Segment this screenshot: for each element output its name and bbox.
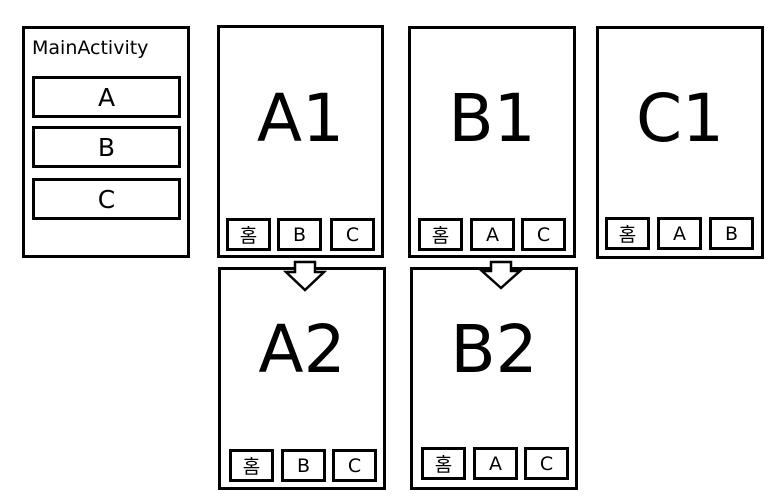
main-activity-title: MainActivity	[32, 37, 149, 59]
a2-nav-c[interactable]: C	[332, 449, 377, 482]
b1-nav-a[interactable]: A	[470, 218, 515, 251]
main-button-b[interactable]: B	[32, 126, 181, 168]
b1-nav-home[interactable]: 홈	[418, 218, 463, 251]
a1-nav-b[interactable]: B	[277, 218, 322, 251]
b2-nav-home[interactable]: 홈	[421, 447, 466, 480]
a1-nav-c[interactable]: C	[330, 218, 375, 251]
a2-nav-home[interactable]: 홈	[229, 449, 274, 482]
main-button-c[interactable]: C	[32, 178, 181, 220]
main-activity-screen: MainActivity A B C	[22, 26, 190, 258]
arrow-b1-to-b2-icon	[479, 260, 523, 290]
b1-nav-c[interactable]: C	[521, 218, 566, 251]
b2-nav-c[interactable]: C	[524, 447, 569, 480]
main-button-a[interactable]: A	[32, 76, 181, 118]
screen-a2-label: A2	[258, 311, 346, 388]
screen-b1: B1 홈 A C	[408, 26, 576, 258]
a2-nav-b[interactable]: B	[281, 449, 326, 482]
a1-nav-home[interactable]: 홈	[226, 218, 271, 251]
screen-a1: A1 홈 B C	[217, 25, 384, 258]
screen-c1: C1 홈 A B	[596, 26, 764, 259]
c1-nav-b[interactable]: B	[709, 217, 754, 250]
screen-a2: A2 홈 B C	[218, 267, 386, 490]
c1-nav-a[interactable]: A	[657, 217, 702, 250]
arrow-a1-to-a2-icon	[283, 260, 327, 292]
c1-nav-home[interactable]: 홈	[605, 217, 650, 250]
b2-nav-a[interactable]: A	[473, 447, 518, 480]
screen-b2: B2 홈 A C	[410, 267, 578, 490]
screen-c1-label: C1	[635, 80, 725, 157]
screen-a1-label: A1	[256, 80, 345, 157]
screen-b2-label: B2	[450, 311, 538, 388]
screen-b1-label: B1	[448, 80, 536, 157]
